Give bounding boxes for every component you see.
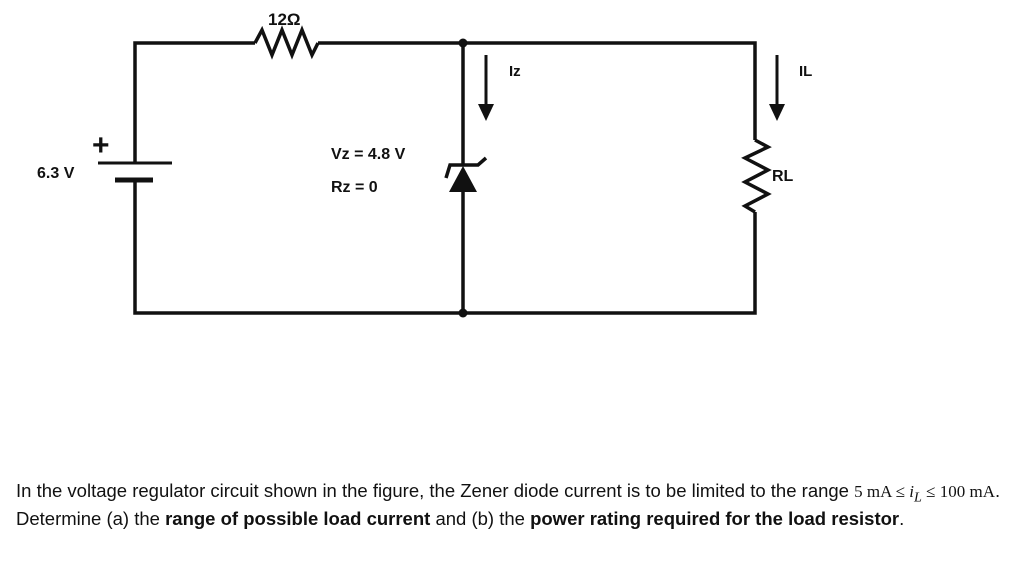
zener-resistance-label: Rz = 0	[331, 179, 378, 196]
circuit-diagram: 12Ω + 6.3 V Vz = 4.8 V Rz = 0 Iz IL RL	[37, 10, 812, 318]
zener-current-arrow	[478, 55, 494, 121]
current-range-expression: 5 mA ≤ iL ≤ 100 mA	[854, 482, 995, 505]
series-resistor-label: 12Ω	[268, 10, 301, 29]
wire-left-top	[133, 41, 255, 163]
problem-after-range: . Determine (a) the	[16, 480, 1001, 530]
zener-voltage-label: Vz = 4.8 V	[331, 146, 406, 163]
zener-bar	[444, 156, 488, 179]
le-symbol: ≤	[891, 482, 910, 501]
load-resistor	[741, 138, 772, 214]
problem-intro: In the voltage regulator circuit shown i…	[16, 480, 855, 501]
problem-end: .	[899, 508, 905, 530]
series-resistor	[253, 25, 320, 60]
variable-subscript: L	[914, 489, 922, 506]
le-symbol: ≤	[921, 482, 940, 501]
variable: i	[909, 482, 915, 501]
zener-current-label: Iz	[509, 63, 521, 80]
problem-part-a: range of possible load current	[165, 508, 431, 530]
problem-mid: and (b) the	[430, 508, 531, 530]
problem-part-b: power rating required for the load resis…	[530, 508, 900, 530]
range-high: 100 mA	[939, 482, 995, 501]
load-current-arrow	[769, 55, 785, 121]
range-low: 5 mA	[854, 482, 892, 501]
load-current-label: IL	[799, 63, 812, 80]
wire-right-bottom	[133, 180, 757, 315]
source-voltage-label: 6.3 V	[37, 165, 75, 182]
wire-top	[318, 41, 757, 140]
source-plus-sign: +	[92, 129, 110, 162]
problem-statement: In the voltage regulator circuit shown i…	[16, 480, 1021, 530]
load-resistor-label: RL	[772, 168, 794, 185]
node-top	[458, 38, 468, 48]
node-bottom	[458, 308, 468, 318]
zener-diode-triangle	[449, 166, 477, 192]
